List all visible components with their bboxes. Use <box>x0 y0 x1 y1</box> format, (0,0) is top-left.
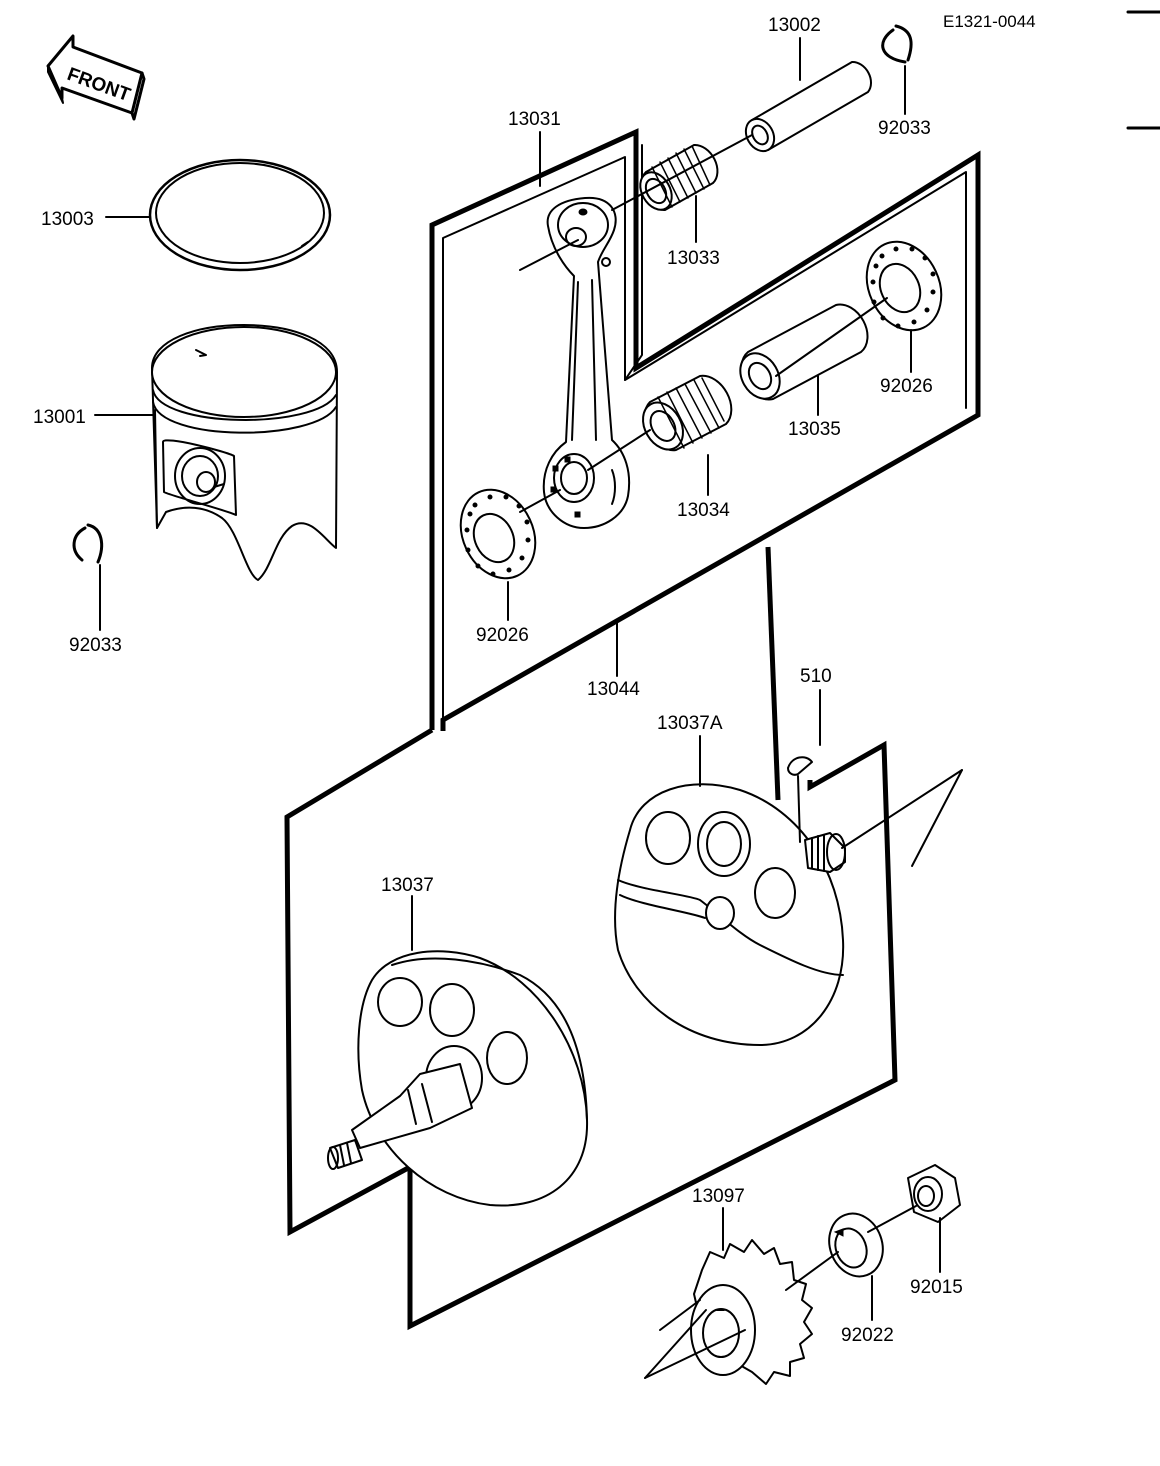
thrust-washer-left <box>459 488 537 580</box>
front-arrow-icon: FRONT <box>46 34 146 121</box>
label-13033: 13033 <box>667 248 720 269</box>
label-13002: 13002 <box>768 15 821 36</box>
circlip-top <box>881 24 913 64</box>
nut <box>907 1164 961 1223</box>
label-13001: 13001 <box>33 407 86 428</box>
crankshaft-gear <box>690 1239 813 1385</box>
label-92033-left: 92033 <box>69 635 122 656</box>
big-end-needle-bearing <box>642 374 733 452</box>
label-13037: 13037 <box>381 875 434 896</box>
label-13034: 13034 <box>677 500 730 521</box>
label-13037A: 13037A <box>657 713 723 734</box>
piston-pin <box>744 60 872 153</box>
label-13044: 13044 <box>587 679 640 700</box>
leader-lines <box>94 37 941 1321</box>
thrust-washer-right <box>865 240 943 332</box>
label-92015: 92015 <box>910 1277 963 1298</box>
woodruff-key <box>787 756 813 776</box>
assembly-outline-crankshaft <box>284 128 981 1331</box>
label-13035: 13035 <box>788 419 841 440</box>
piston <box>151 324 338 581</box>
piston-ring <box>148 158 332 272</box>
circlip-left <box>72 523 104 564</box>
part-labels: 13002 92033 13031 13003 13033 92026 1300… <box>33 15 963 1346</box>
label-92022: 92022 <box>841 1325 894 1346</box>
crank-half-left <box>327 950 589 1207</box>
margin-marks <box>1126 10 1160 130</box>
label-92026-left: 92026 <box>476 625 529 646</box>
crank-pin <box>739 303 869 401</box>
label-510: 510 <box>800 666 832 687</box>
washer <box>828 1212 884 1278</box>
label-92033-top: 92033 <box>878 118 931 139</box>
label-92026-right: 92026 <box>880 376 933 397</box>
label-13097: 13097 <box>692 1186 745 1207</box>
axis-lines <box>519 134 963 1379</box>
small-end-needle-bearing <box>639 143 719 212</box>
crank-half-right <box>614 783 846 1046</box>
connecting-rod <box>542 196 631 529</box>
label-13003: 13003 <box>41 209 94 230</box>
drawing-code: E1321-0044 <box>943 12 1036 31</box>
label-13031: 13031 <box>508 109 561 130</box>
